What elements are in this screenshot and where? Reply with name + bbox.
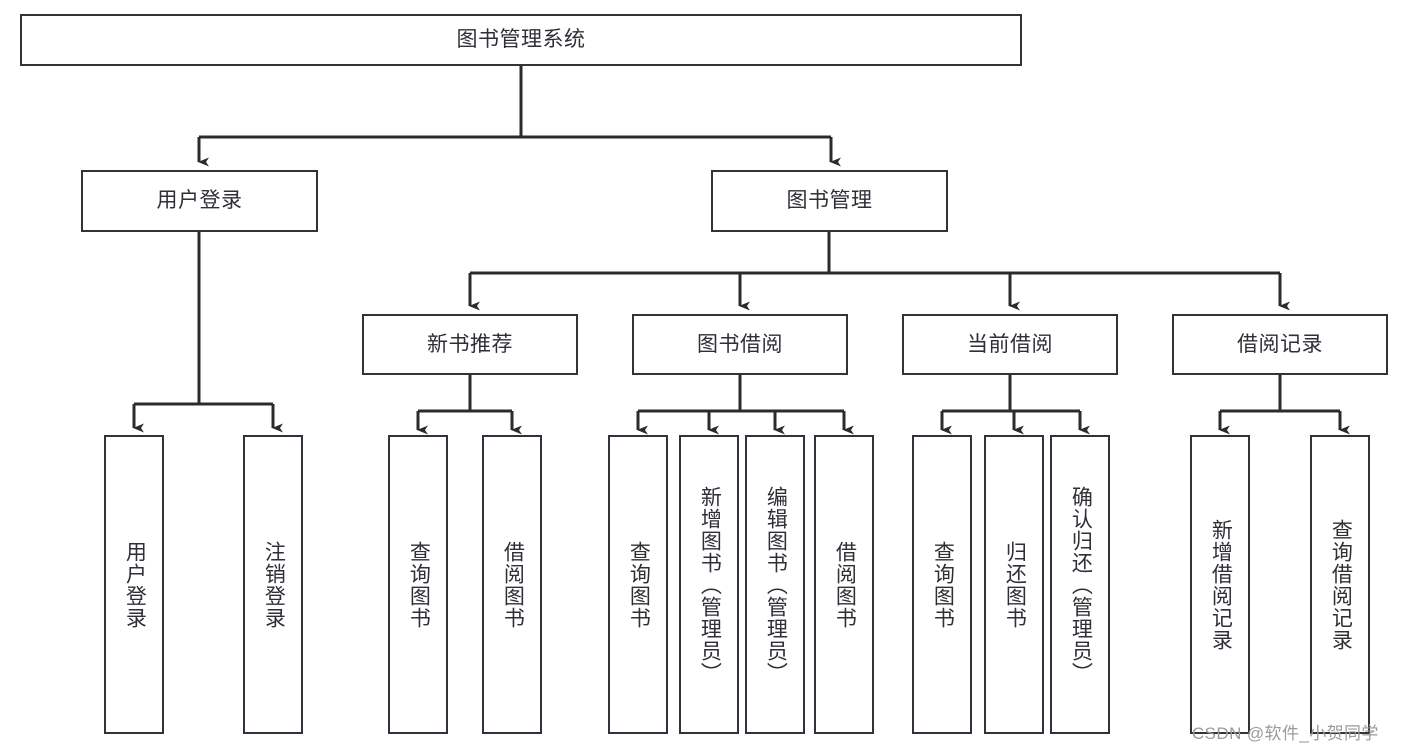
leaf-query-book-current[interactable]: 查询图书 <box>912 435 972 734</box>
leaf-query-borrow-record[interactable]: 查询借阅记录 <box>1310 435 1370 734</box>
leaf-confirm-return-admin[interactable]: 确认归还（管理员） <box>1050 435 1110 734</box>
node-user-login[interactable]: 用户登录 <box>81 170 318 232</box>
node-book-borrow[interactable]: 图书借阅 <box>632 314 848 375</box>
leaf-add-borrow-record[interactable]: 新增借阅记录 <box>1190 435 1250 734</box>
node-book-management[interactable]: 图书管理 <box>711 170 948 232</box>
leaf-user-logout[interactable]: 注销登录 <box>243 435 303 734</box>
leaf-add-book-admin[interactable]: 新增图书（管理员） <box>679 435 739 734</box>
watermark-text: CSDN @软件_小贺同学 <box>1192 724 1379 743</box>
leaf-user-login[interactable]: 用户登录 <box>104 435 164 734</box>
leaf-borrow-book-recommend[interactable]: 借阅图书 <box>482 435 542 734</box>
leaf-edit-book-admin[interactable]: 编辑图书（管理员） <box>745 435 805 734</box>
node-root[interactable]: 图书管理系统 <box>20 14 1022 66</box>
node-new-book-recommend[interactable]: 新书推荐 <box>362 314 578 375</box>
leaf-return-book[interactable]: 归还图书 <box>984 435 1044 734</box>
leaf-borrow-book[interactable]: 借阅图书 <box>814 435 874 734</box>
leaf-query-book-borrow[interactable]: 查询图书 <box>608 435 668 734</box>
node-borrow-record[interactable]: 借阅记录 <box>1172 314 1388 375</box>
leaf-query-book-recommend[interactable]: 查询图书 <box>388 435 448 734</box>
node-current-borrow[interactable]: 当前借阅 <box>902 314 1118 375</box>
